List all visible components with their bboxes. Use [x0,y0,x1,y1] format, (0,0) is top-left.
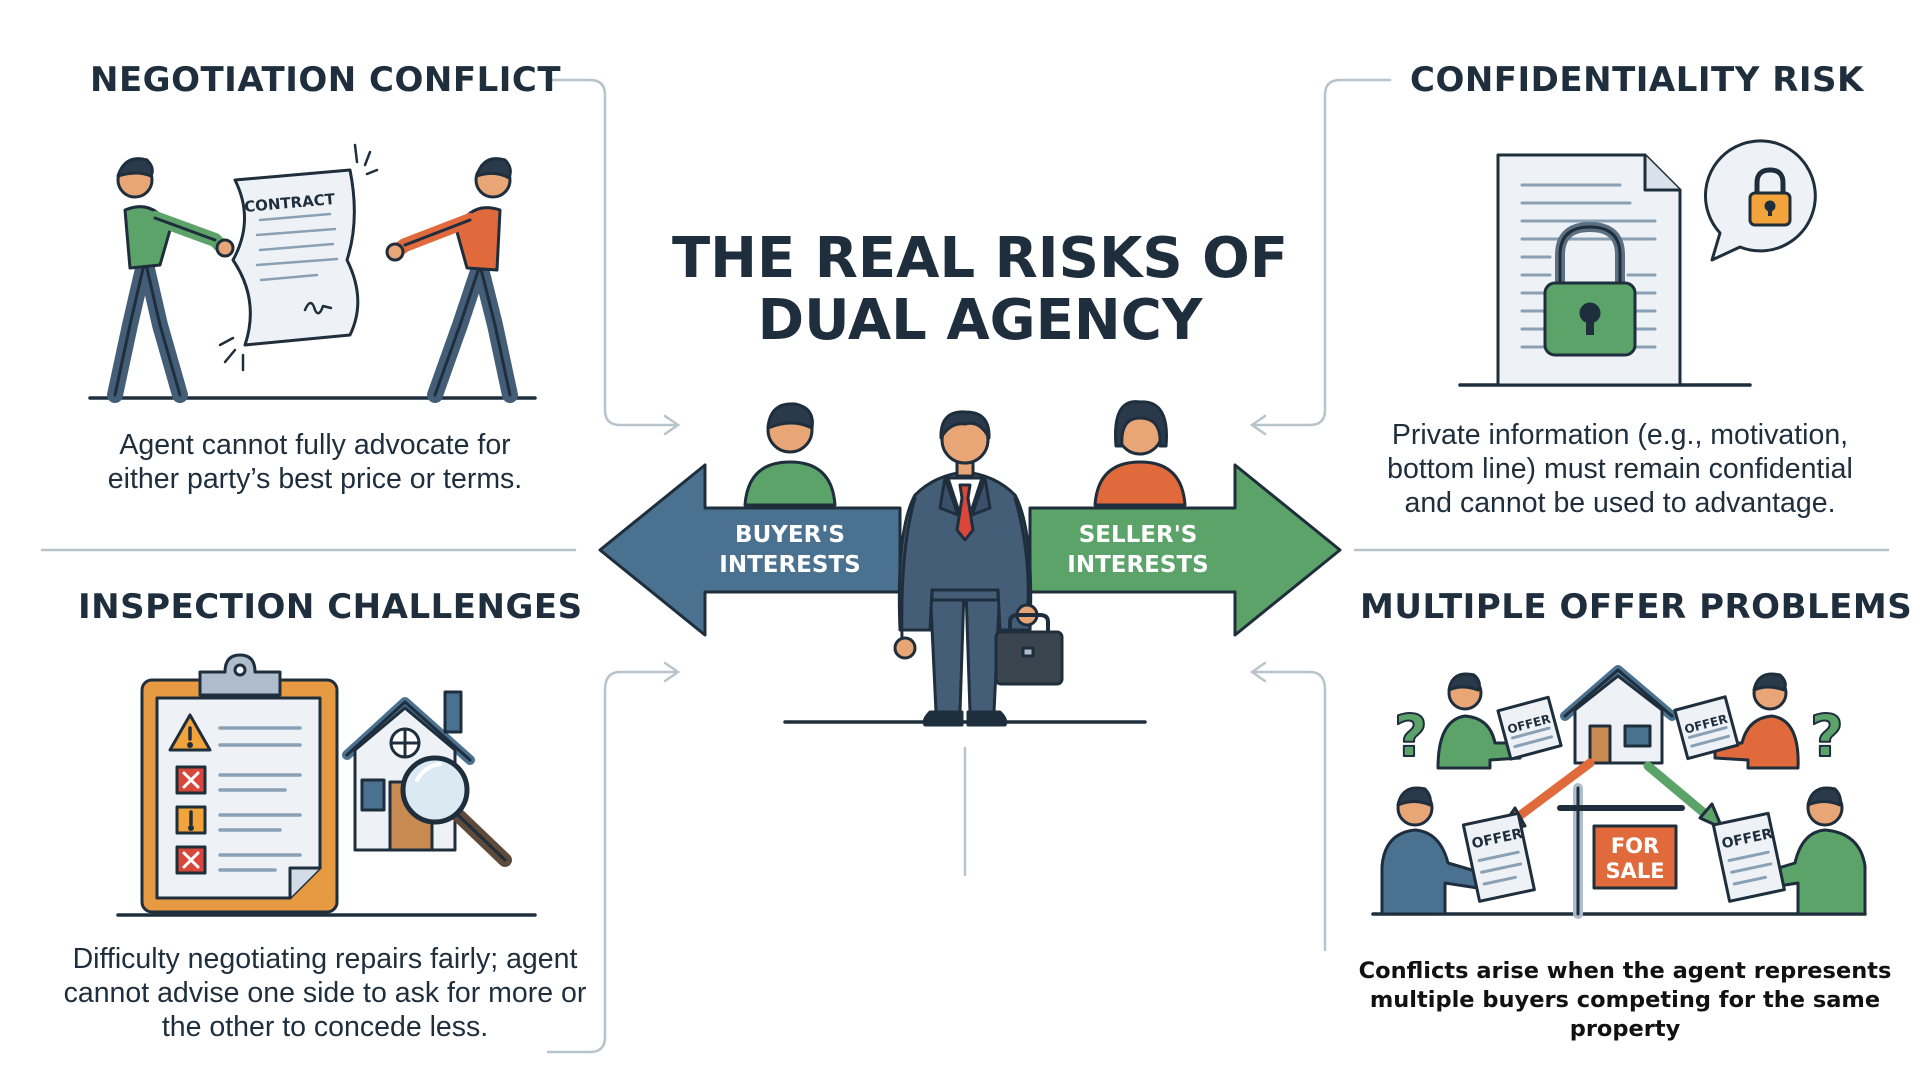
sellers-interests-line-2: INTERESTS [1067,552,1209,578]
multiple-offer-line-1: Conflicts arise when the agent represent… [1358,958,1892,984]
center-illustration [598,400,1342,727]
clipboard-house-icon [116,653,537,917]
inspection-description: Difficulty negotiating repairs fairly; a… [45,942,605,1044]
inspection-line-1: Difficulty negotiating repairs fairly; a… [72,943,578,975]
confidentiality-line-2: bottom line) must remain confidential [1387,453,1853,485]
inspection-title: INSPECTION CHALLENGES [78,587,583,627]
competing-offers-icon: ? ? OFFER OFFER OFFER OFFER FOR SALE [1371,665,1867,919]
main-title: THE REAL RISKS OF DUAL AGENCY [560,228,1400,352]
inspection-line-2: cannot advise one side to ask for more o… [63,977,587,1009]
for-sale-line-1: FOR [1611,834,1659,858]
svg-text:?: ? [1810,702,1844,770]
multiple-offer-line-3: property [1569,1016,1681,1042]
main-title-line-2: DUAL AGENCY [757,288,1203,353]
inspection-line-3: the other to concede less. [161,1011,489,1043]
for-sale-line-2: SALE [1605,859,1664,883]
svg-text:?: ? [1394,702,1428,770]
document-lock-icon [1458,139,1817,387]
negotiation-description: Agent cannot fully advocate for either p… [60,428,570,496]
negotiation-line-1: Agent cannot fully advocate for [119,429,511,461]
buyers-interests-line-2: INTERESTS [719,552,861,578]
multiple-offer-line-2: multiple buyers competing for the same [1369,987,1881,1013]
tug-of-war-icon: CONTRACT [88,143,537,403]
main-title-line-1: THE REAL RISKS OF [671,226,1289,291]
confidentiality-line-3: and cannot be used to advantage. [1404,487,1836,519]
sellers-interests-label: SELLER'S INTERESTS [1058,520,1218,580]
confidentiality-title: CONFIDENTIALITY RISK [1410,60,1864,100]
negotiation-title: NEGOTIATION CONFLICT [90,60,562,100]
negotiation-line-2: either party’s best price or terms. [107,463,523,495]
buyers-interests-line-1: BUYER'S [735,522,845,548]
confidentiality-line-1: Private information (e.g., motivation, [1391,419,1849,451]
multiple-offer-description: Conflicts arise when the agent represent… [1345,957,1905,1044]
multiple-offer-title: MULTIPLE OFFER PROBLEMS [1360,587,1913,627]
confidentiality-description: Private information (e.g., motivation, b… [1355,418,1885,520]
buyers-interests-label: BUYER'S INTERESTS [710,520,870,580]
sellers-interests-line-1: SELLER'S [1078,522,1198,548]
